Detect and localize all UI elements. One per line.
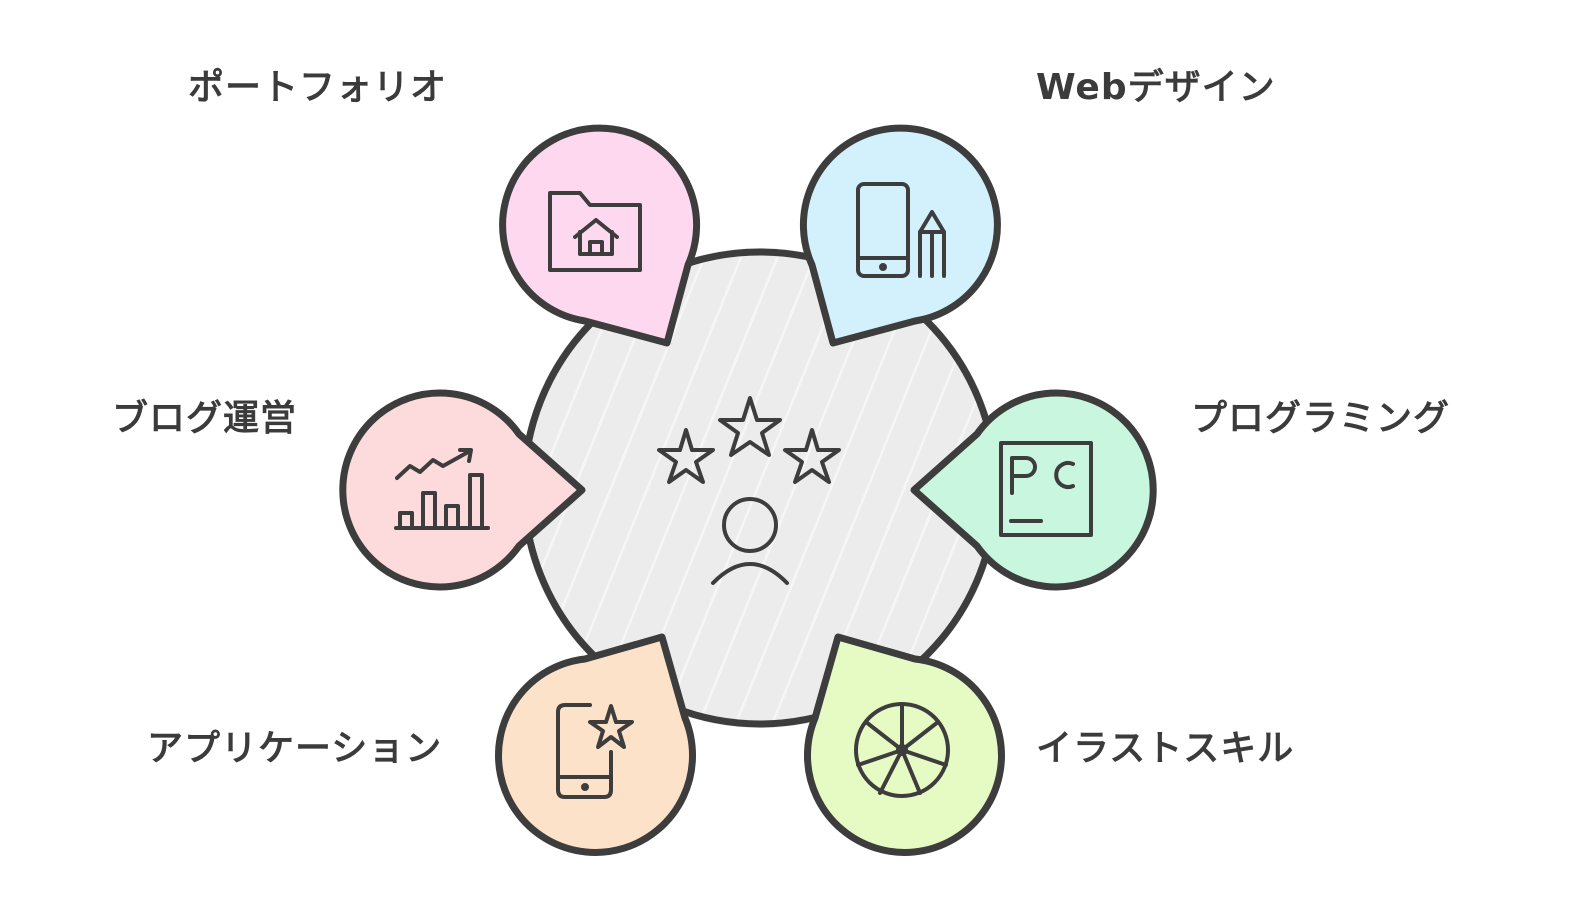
node-illustration xyxy=(804,633,1005,856)
folder-home-icon xyxy=(548,191,642,272)
node-web-design xyxy=(799,124,1001,347)
citrus-wheel-icon xyxy=(854,702,950,798)
node-programming xyxy=(910,389,1157,591)
label-application: アプリケーション xyxy=(147,728,443,769)
growth-chart-icon xyxy=(394,448,490,530)
tablet-pencil-icon xyxy=(856,182,946,278)
label-illustration: イラストスキル xyxy=(1036,728,1295,769)
node-blog xyxy=(339,389,586,591)
label-portfolio: ポートフォリオ xyxy=(188,67,448,108)
phone-star-icon xyxy=(556,703,634,799)
center-hub xyxy=(520,248,1000,728)
label-web-design: Webデザイン xyxy=(1036,67,1276,108)
node-portfolio xyxy=(499,124,701,347)
label-programming: プログラミング xyxy=(1191,398,1451,439)
pycharm-icon xyxy=(999,441,1093,537)
node-application xyxy=(495,633,696,856)
person-with-stars-icon xyxy=(657,396,841,585)
label-blog: ブログ運営 xyxy=(112,398,298,439)
